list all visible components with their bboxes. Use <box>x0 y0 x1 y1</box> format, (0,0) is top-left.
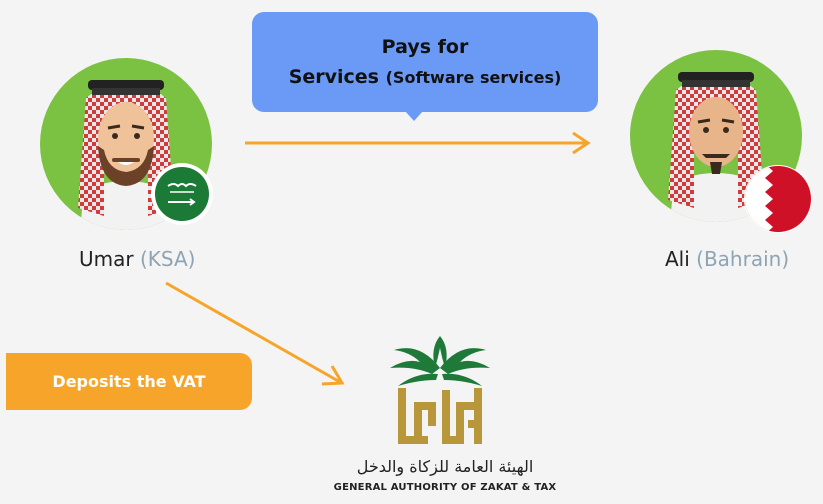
payee-name: Ali <box>665 247 690 271</box>
payer-name: Umar <box>79 247 134 271</box>
pays-for-bubble: Pays for Services (Software services) <box>252 12 598 112</box>
deposits-vat-text: Deposits the VAT <box>52 372 206 391</box>
bubble-line-1: Pays for <box>381 36 469 58</box>
payer-label: Umar (KSA) <box>79 247 195 271</box>
arrow-diagonal-icon <box>165 281 345 386</box>
payee-country: (Bahrain) <box>696 247 790 271</box>
zatca-logo-icon <box>390 336 490 444</box>
bahrain-flag-icon <box>744 165 812 233</box>
payer-country: (KSA) <box>139 247 196 271</box>
ksa-flag-icon <box>151 163 213 225</box>
deposits-vat-label: Deposits the VAT <box>6 353 252 410</box>
authority-english-name: GENERAL AUTHORITY OF ZAKAT & TAX <box>333 482 557 493</box>
bubble-service-detail: (Software services) <box>385 68 562 87</box>
bubble-tail <box>405 111 423 121</box>
payee-label: Ali (Bahrain) <box>665 247 789 271</box>
bubble-line-2: Services (Software services) <box>252 66 598 88</box>
arrow-right-icon <box>245 131 591 155</box>
bubble-service-word: Services <box>288 66 379 88</box>
authority-arabic-name: الهيئة العامة للزكاة والدخل <box>356 457 534 476</box>
